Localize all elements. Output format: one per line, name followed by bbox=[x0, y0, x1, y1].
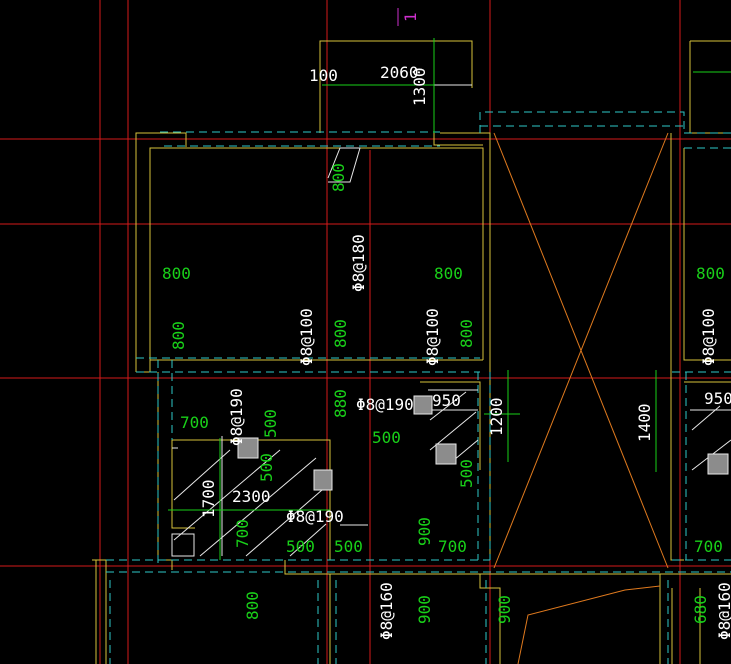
label-rebar-190-b: Φ8@190 bbox=[356, 395, 414, 414]
label-dim-500-f: 500 bbox=[334, 537, 363, 556]
stair-opening bbox=[493, 132, 669, 664]
label-dim-500-c: 500 bbox=[257, 453, 276, 482]
label-dim-950-b: 950 bbox=[704, 389, 731, 408]
label-rebar-160-b: Φ8@160 bbox=[715, 582, 731, 640]
label-rebar-100-c: Φ8@100 bbox=[699, 308, 718, 366]
label-dim-900-c: 900 bbox=[495, 595, 514, 624]
label-dim-500-b: 500 bbox=[372, 428, 401, 447]
dimension-lines bbox=[168, 38, 731, 560]
section-marker: 1 bbox=[397, 8, 420, 26]
beam-outlines bbox=[106, 111, 731, 664]
label-dim-700-c: 700 bbox=[438, 537, 467, 556]
label-dim-800-g: 800 bbox=[696, 264, 725, 283]
label-dim-500-d: 500 bbox=[457, 459, 476, 488]
annotations: 100 2060 1300 800 Φ8@180 800 800 800 Φ8@… bbox=[162, 63, 731, 640]
label-rebar-160-a: Φ8@160 bbox=[377, 582, 396, 640]
label-dim-2300: 2300 bbox=[232, 487, 271, 506]
label-dim-1700: 1700 bbox=[199, 479, 218, 518]
label-dim-1300: 1300 bbox=[410, 67, 429, 106]
label-dim-800-b: 800 bbox=[162, 264, 191, 283]
label-rebar-180: Φ8@180 bbox=[349, 234, 368, 292]
label-dim-800-c: 800 bbox=[434, 264, 463, 283]
label-dim-2060: 2060 bbox=[380, 63, 419, 82]
label-rebar-100-a: Φ8@100 bbox=[297, 308, 316, 366]
label-rebar-190-a: Φ8@190 bbox=[227, 388, 246, 446]
label-dim-500-e: 500 bbox=[286, 537, 315, 556]
label-dim-800-a: 800 bbox=[329, 163, 348, 192]
label-dim-800-f: 800 bbox=[457, 319, 476, 348]
label-dim-800-d: 800 bbox=[169, 321, 188, 350]
section-marker-label: 1 bbox=[401, 12, 420, 22]
label-dim-1400: 1400 bbox=[635, 403, 654, 442]
label-dim-700-d: 700 bbox=[694, 537, 723, 556]
label-dim-700-b: 700 bbox=[233, 519, 252, 548]
label-rebar-190-c: Φ8@190 bbox=[286, 507, 344, 526]
rebar-details bbox=[171, 84, 731, 557]
label-dim-800-e: 800 bbox=[331, 319, 350, 348]
label-dim-100: 100 bbox=[309, 66, 338, 85]
label-dim-880: 880 bbox=[331, 389, 350, 418]
label-dim-800-h: 800 bbox=[243, 591, 262, 620]
label-dim-900-b: 900 bbox=[415, 595, 434, 624]
stair-cross-line-2 bbox=[493, 132, 669, 569]
label-rebar-100-b: Φ8@100 bbox=[423, 308, 442, 366]
label-dim-950-a: 950 bbox=[432, 391, 461, 410]
label-dim-1200: 1200 bbox=[487, 397, 506, 436]
walls bbox=[92, 40, 731, 664]
label-dim-900-a: 900 bbox=[415, 517, 434, 546]
label-dim-700-a: 700 bbox=[180, 413, 209, 432]
label-dim-680: 680 bbox=[691, 595, 710, 624]
label-dim-500-a: 500 bbox=[261, 409, 280, 438]
